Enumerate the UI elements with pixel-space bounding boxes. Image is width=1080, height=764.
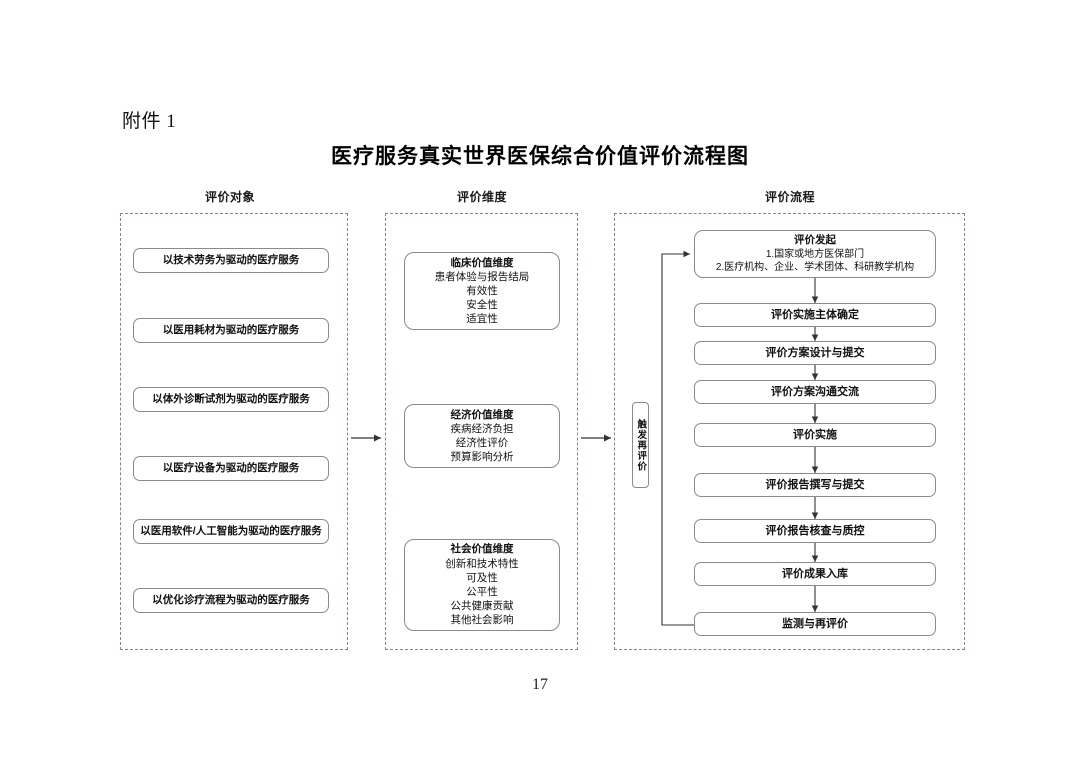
dimension-title: 临床价值维度 (450, 256, 514, 269)
process-step-initiation[interactable]: 评价发起 1.国家或地方医保部门 2.医疗机构、企业、学术团体、科研教学机构 (694, 230, 936, 278)
process-step-title: 评价发起 (794, 234, 836, 247)
dimension-item: 适宜性 (466, 313, 498, 326)
dimension-item: 公平性 (466, 586, 498, 598)
evaluation-object-box[interactable]: 以医用耗材为驱动的医疗服务 (133, 318, 329, 343)
evaluation-object-label: 以医疗设备为驱动的医疗服务 (162, 462, 300, 475)
process-step-label: 评价方案沟通交流 (771, 385, 859, 398)
dimension-title: 社会价值维度 (450, 543, 514, 556)
process-step-box[interactable]: 评价方案设计与提交 (694, 341, 936, 365)
dimension-item: 安全性 (466, 299, 498, 312)
process-step-item: 2.医疗机构、企业、学术团体、科研教学机构 (715, 262, 915, 274)
process-step-box[interactable]: 评价成果入库 (694, 562, 936, 586)
evaluation-dimension-box[interactable]: 经济价值维度 疾病经济负担 经济性评价 预算影响分析 (404, 404, 560, 468)
process-step-label: 评价报告撰写与提交 (765, 478, 865, 491)
column-header-objects: 评价对象 (204, 190, 255, 204)
evaluation-object-label: 以技术劳务为驱动的医疗服务 (162, 254, 300, 267)
group-container-dimensions (385, 213, 578, 650)
dimension-item: 预算影响分析 (450, 451, 514, 464)
process-step-box[interactable]: 评价实施主体确定 (694, 303, 936, 327)
evaluation-object-box[interactable]: 以优化诊疗流程为驱动的医疗服务 (133, 588, 329, 613)
evaluation-object-label: 以体外诊断试剂为驱动的医疗服务 (152, 393, 310, 406)
process-step-label: 评价成果入库 (782, 567, 848, 580)
group-container-process (614, 213, 965, 650)
column-header-dimensions: 评价维度 (456, 190, 507, 204)
dimension-title: 经济价值维度 (450, 408, 514, 421)
evaluation-object-label: 以优化诊疗流程为驱动的医疗服务 (152, 594, 310, 607)
evaluation-object-label: 以医用耗材为驱动的医疗服务 (162, 324, 300, 337)
process-step-label: 评价实施 (793, 428, 837, 441)
evaluation-object-box[interactable]: 以技术劳务为驱动的医疗服务 (133, 248, 329, 273)
evaluation-dimension-box[interactable]: 临床价值维度 患者体验与报告结局 有效性 安全性 适宜性 (404, 252, 560, 330)
column-header-process: 评价流程 (764, 190, 815, 204)
dimension-item: 有效性 (466, 284, 498, 297)
process-step-box[interactable]: 评价报告撰写与提交 (694, 473, 936, 497)
dimension-item: 可及性 (466, 571, 498, 584)
process-step-label: 评价方案设计与提交 (765, 346, 865, 359)
process-step-label: 评价实施主体确定 (771, 308, 859, 321)
page-title: 医疗服务真实世界医保综合价值评价流程图 (331, 144, 749, 168)
process-step-box[interactable]: 评价方案沟通交流 (694, 380, 936, 404)
process-step-box[interactable]: 评价报告核查与质控 (694, 519, 936, 543)
dimension-item: 创新和技术特性 (445, 557, 519, 570)
page-number: 17 (532, 676, 548, 693)
evaluation-object-box[interactable]: 以医疗设备为驱动的医疗服务 (133, 456, 329, 481)
process-step-label: 监测与再评价 (782, 617, 848, 630)
dimension-item: 疾病经济负担 (450, 422, 514, 435)
process-step-item: 1.国家或地方医保部门 (765, 248, 865, 260)
dimension-item: 患者体验与报告结局 (434, 270, 530, 283)
dimension-item: 经济性评价 (455, 437, 509, 449)
process-step-box[interactable]: 监测与再评价 (694, 612, 936, 636)
evaluation-object-box[interactable]: 以体外诊断试剂为驱动的医疗服务 (133, 387, 329, 412)
evaluation-dimension-box[interactable]: 社会价值维度 创新和技术特性 可及性 公平性 公共健康贡献 其他社会影响 (404, 539, 560, 631)
feedback-trigger-label[interactable]: 触发再评价 (632, 402, 649, 488)
dimension-item: 公共健康贡献 (450, 600, 514, 613)
evaluation-object-box[interactable]: 以医用软件/人工智能为驱动的医疗服务 (133, 519, 329, 544)
dimension-item: 其他社会影响 (450, 614, 514, 627)
process-step-box[interactable]: 评价实施 (694, 423, 936, 447)
attachment-label: 附件 1 (122, 111, 177, 132)
process-step-label: 评价报告核查与质控 (765, 524, 865, 537)
evaluation-object-label: 以医用软件/人工智能为驱动的医疗服务 (140, 525, 322, 538)
group-container-objects (120, 213, 348, 650)
